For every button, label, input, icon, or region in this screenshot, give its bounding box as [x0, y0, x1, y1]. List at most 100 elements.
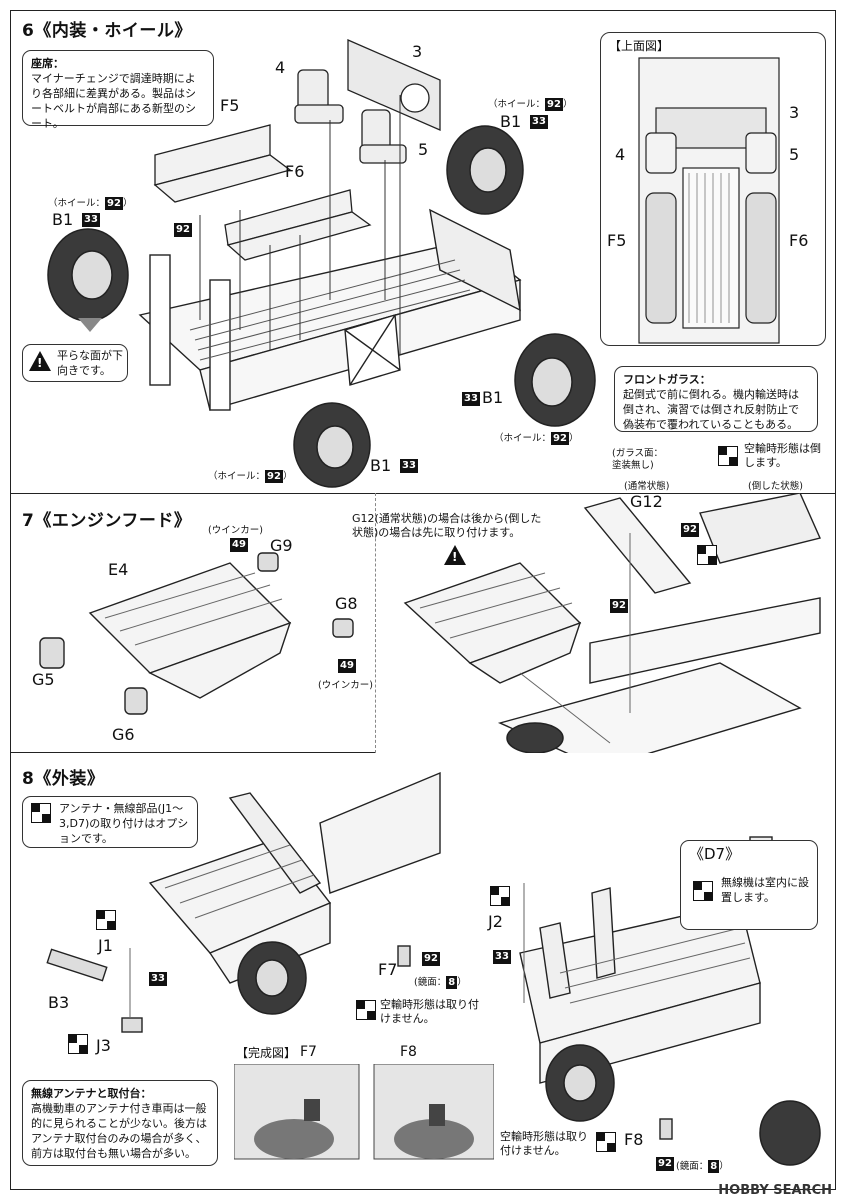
section-divider: [10, 493, 836, 494]
airborne-fold-note: 空輸時形態は倒します。: [744, 442, 821, 469]
part-f5: F5: [607, 231, 627, 250]
complete-view-title: 【完成図】: [236, 1046, 297, 1060]
paint-number-92: 92: [656, 1157, 674, 1171]
paint-number-33: 33: [400, 459, 418, 473]
complete-view-photos: [234, 1064, 494, 1160]
paint-number-92: 92: [422, 952, 440, 966]
option-icon: [96, 910, 116, 930]
mirror-label: (鏡面：8）: [414, 974, 467, 989]
part-f7: F7: [378, 960, 398, 979]
wheel-label-text: （ホイール：: [494, 433, 552, 444]
seat-note-text: マイナーチェンジで調達時期により各部細に差異がある。製品はシートベルトが肩部にあ…: [31, 72, 196, 130]
mirror-label-end: ）: [719, 1161, 729, 1172]
flat-face-note: 平らな面が下向きです。: [22, 344, 128, 382]
top-view-title: 【上面図】: [609, 39, 670, 53]
part-j3: J3: [96, 1036, 111, 1055]
warning-icon: [444, 545, 466, 565]
option-icon: [31, 803, 51, 823]
step6-title: 6《内装・ホイール》: [22, 21, 192, 41]
part-3: 3: [412, 42, 423, 61]
mirror-label-end: ）: [457, 977, 467, 988]
windshield-note: フロントガラス： 起倒式で前に倒れる。機内輸送時は倒され、演習では倒され反射防止…: [614, 366, 818, 432]
g12-warning-text: G12(通常状態)の場合は後から(倒した状態)の場合は先に取り付けます。: [352, 512, 542, 539]
paint-number-49: 49: [230, 538, 248, 552]
part-f6: F6: [285, 162, 305, 181]
part-f8: F8: [400, 1044, 417, 1060]
glass-note: (ガラス面：塗装無し): [612, 448, 664, 471]
part-g6: G6: [112, 725, 135, 744]
airborne-no-install-note-f8: 空輸時形態は取り付けません。: [500, 1130, 588, 1157]
wheel-label: （ホイール：92）: [208, 468, 292, 483]
winker-label: (ウインカー): [318, 680, 373, 691]
part-g9: G9: [270, 536, 293, 555]
page-frame: [10, 10, 836, 1190]
paint-number-49: 49: [338, 659, 356, 673]
wheel-label-text: （ホイール：: [48, 198, 106, 209]
top-view-inset: 【上面図】 3 4 5 F5 F6: [600, 32, 826, 346]
mirror-label: (鏡面：8）: [676, 1158, 729, 1173]
wheel-label-text: （ホイール：: [488, 99, 546, 110]
option-icon: [356, 1000, 376, 1020]
d7-note: 《D7》 無線機は室内に設置します。: [680, 840, 818, 930]
normal-state-label: (通常状態): [624, 481, 670, 492]
part-j2: J2: [488, 912, 503, 931]
paint-number-33: 33: [462, 392, 480, 406]
paint-number-92: 92: [681, 523, 699, 537]
top-view-drawing: [638, 57, 780, 344]
part-d7: 《D7》: [689, 845, 741, 863]
antenna-option-note: アンテナ・無線部品(J1～3,D7)の取り付けはオプションです。: [22, 796, 198, 848]
step8-illustration: [46, 771, 821, 1166]
wheel-label-end: ）: [122, 198, 133, 209]
paint-number-92: 92: [610, 599, 628, 613]
part-j1: J1: [98, 936, 113, 955]
winker-label: (ウインカー): [208, 525, 263, 536]
paint-number-33: 33: [82, 213, 100, 227]
part-g5: G5: [32, 670, 55, 689]
paint-number-33: 33: [149, 972, 167, 986]
paint-number-92: 92: [265, 470, 283, 483]
part-b3: B3: [48, 993, 70, 1012]
paint-number-92: 92: [174, 223, 192, 237]
part-4: 4: [275, 58, 286, 77]
part-5: 5: [789, 145, 800, 164]
part-4: 4: [615, 145, 626, 164]
wheel-label: （ホイール：92）: [488, 96, 572, 111]
part-f7: F7: [300, 1044, 317, 1060]
mirror-label-text: (鏡面：: [676, 1161, 709, 1172]
wheel-label-end: ）: [282, 471, 293, 482]
option-icon: [693, 881, 713, 901]
paint-number-8: 8: [446, 976, 458, 989]
option-icon: [68, 1034, 88, 1054]
option-icon: [718, 446, 738, 466]
radio-antenna-title: 無線アンテナと取付台：: [31, 1087, 152, 1100]
part-e4: E4: [108, 560, 129, 579]
step6-illustration: [47, 39, 596, 488]
part-b1: B1: [482, 388, 504, 407]
part-b1: B1: [52, 210, 74, 229]
step8-title: 8《外装》: [22, 769, 105, 789]
step7-title: 7《エンジンフード》: [22, 511, 192, 531]
paint-number-92: 92: [551, 432, 569, 445]
seat-note-title: 座席：: [31, 57, 64, 70]
wheel-label: （ホイール：92）: [48, 195, 132, 210]
paint-number-92: 92: [545, 98, 563, 111]
part-b1: B1: [370, 456, 392, 475]
wheel-label-text: （ホイール：: [208, 471, 266, 482]
windshield-note-text: 起倒式で前に倒れる。機内輸送時は倒され、演習では倒され反射防止で偽装布で覆われて…: [623, 388, 800, 431]
paint-number-92: 92: [105, 197, 123, 210]
wheel-label: （ホイール：92）: [494, 430, 578, 445]
watermark: HOBBY SEARCH: [718, 1183, 832, 1198]
airborne-no-install-note: 空輸時形態は取り付けません。: [380, 998, 479, 1025]
arrow-down-icon: [78, 318, 102, 332]
option-icon: [490, 886, 510, 906]
folded-state-label: (倒した状態): [748, 481, 803, 492]
part-b1: B1: [500, 112, 522, 131]
warning-icon: [29, 351, 51, 371]
antenna-option-text: アンテナ・無線部品(J1～3,D7)の取り付けはオプションです。: [59, 802, 189, 845]
option-icon: [596, 1132, 616, 1152]
option-icon: [697, 545, 717, 565]
wheel-label-end: ）: [568, 433, 579, 444]
mirror-label-text: (鏡面：: [414, 977, 447, 988]
flat-face-text: 平らな面が下向きです。: [57, 349, 123, 377]
radio-antenna-note: 無線アンテナと取付台： 高機動車のアンテナ付き車両は一般的に見られることが少ない…: [22, 1080, 218, 1166]
